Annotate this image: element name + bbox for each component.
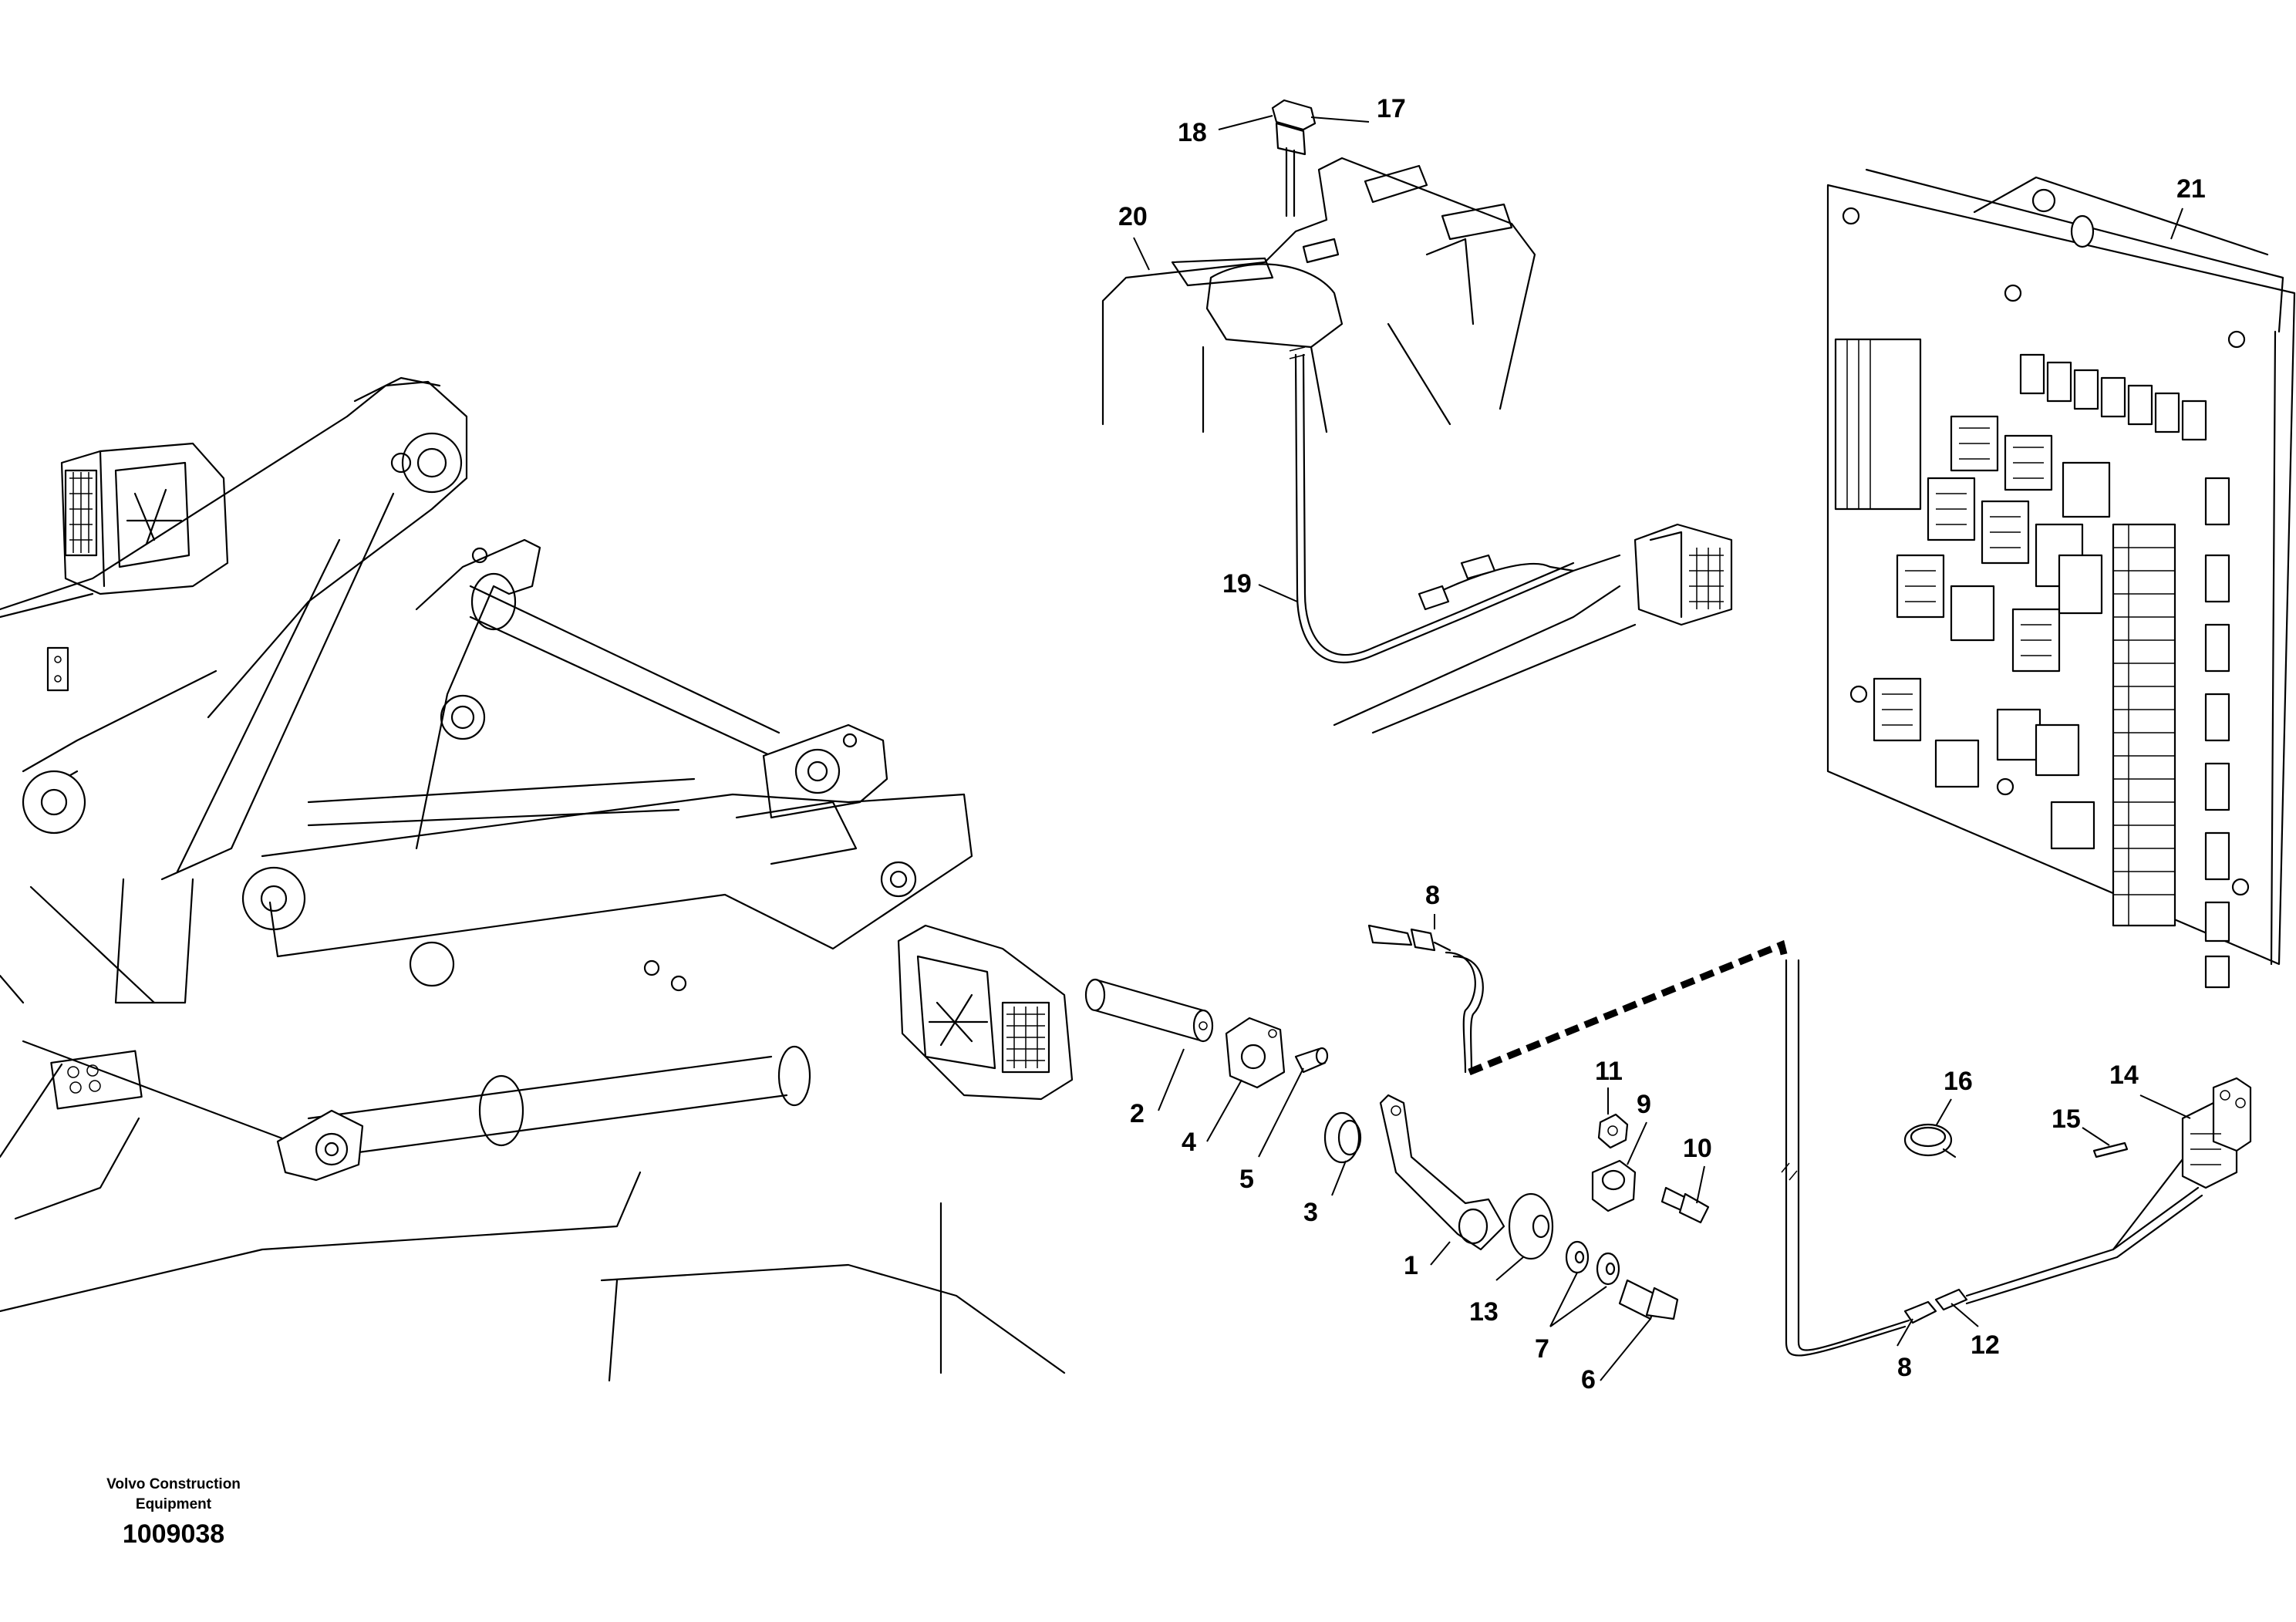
callout-12: 12 bbox=[1971, 1330, 2000, 1360]
part-16-clamp bbox=[1903, 1123, 1957, 1158]
part-11-nut bbox=[1597, 1113, 1629, 1149]
callout-8-bottom: 8 bbox=[1897, 1353, 1912, 1382]
drawing-number: 1009038 bbox=[122, 1519, 225, 1549]
cable-route-dashed bbox=[1468, 939, 1789, 1076]
part-10-bolt bbox=[1660, 1186, 1710, 1224]
part-19-harness bbox=[1289, 346, 1733, 734]
callout-8-top: 8 bbox=[1425, 881, 1440, 910]
part-15-pin bbox=[2092, 1141, 2129, 1158]
loader-frame-drawing bbox=[0, 376, 1074, 1382]
plate-left bbox=[46, 646, 69, 692]
callout-17: 17 bbox=[1377, 94, 1406, 123]
part-4-flange bbox=[1225, 1017, 1286, 1089]
part-21-control-unit bbox=[1826, 168, 2296, 989]
part-13-washer bbox=[1508, 1192, 1554, 1260]
part-20-console-panel bbox=[1101, 157, 1536, 433]
part-3-ring bbox=[1323, 1111, 1362, 1164]
callout-4: 4 bbox=[1182, 1128, 1196, 1157]
part-14-harness-connector bbox=[2181, 1077, 2252, 1189]
callout-20: 20 bbox=[1118, 202, 1148, 231]
brand-name-line2: Equipment bbox=[135, 1496, 212, 1512]
leader-lines bbox=[1133, 115, 2191, 1381]
work-lamp-left bbox=[60, 442, 229, 595]
part-5-screw bbox=[1294, 1047, 1329, 1074]
callout-1: 1 bbox=[1404, 1251, 1418, 1280]
part-17-18-switch bbox=[1271, 99, 1317, 218]
callout-5: 5 bbox=[1239, 1165, 1254, 1194]
callout-15: 15 bbox=[2052, 1104, 2081, 1134]
callout-10: 10 bbox=[1683, 1134, 1712, 1163]
work-lamp-right bbox=[897, 924, 1074, 1101]
callout-7: 7 bbox=[1535, 1334, 1549, 1364]
callout-9: 9 bbox=[1637, 1090, 1651, 1119]
part-9-clip bbox=[1591, 1159, 1637, 1212]
callout-2: 2 bbox=[1130, 1099, 1145, 1128]
callout-16: 16 bbox=[1944, 1067, 1973, 1096]
callout-labels: 1 2 3 4 5 6 7 8 8 9 10 11 12 13 14 15 16… bbox=[1118, 94, 2206, 1394]
part-7-washers bbox=[1565, 1240, 1620, 1286]
brand-name: Volvo Construction bbox=[106, 1476, 241, 1492]
callout-6: 6 bbox=[1581, 1365, 1596, 1394]
callout-19: 19 bbox=[1222, 569, 1252, 599]
part-1-bracket bbox=[1379, 1094, 1505, 1251]
part-8-12-connectors bbox=[1903, 1148, 2203, 1324]
callout-11: 11 bbox=[1595, 1057, 1623, 1086]
callout-14: 14 bbox=[2109, 1061, 2139, 1090]
callout-13: 13 bbox=[1469, 1297, 1499, 1327]
part-8-sensor bbox=[1367, 924, 1484, 1074]
callout-3: 3 bbox=[1303, 1198, 1318, 1227]
callout-21: 21 bbox=[2176, 174, 2206, 204]
callout-18: 18 bbox=[1178, 118, 1207, 147]
part-6-bolt bbox=[1618, 1279, 1679, 1320]
part-2-sleeve bbox=[1084, 978, 1214, 1043]
